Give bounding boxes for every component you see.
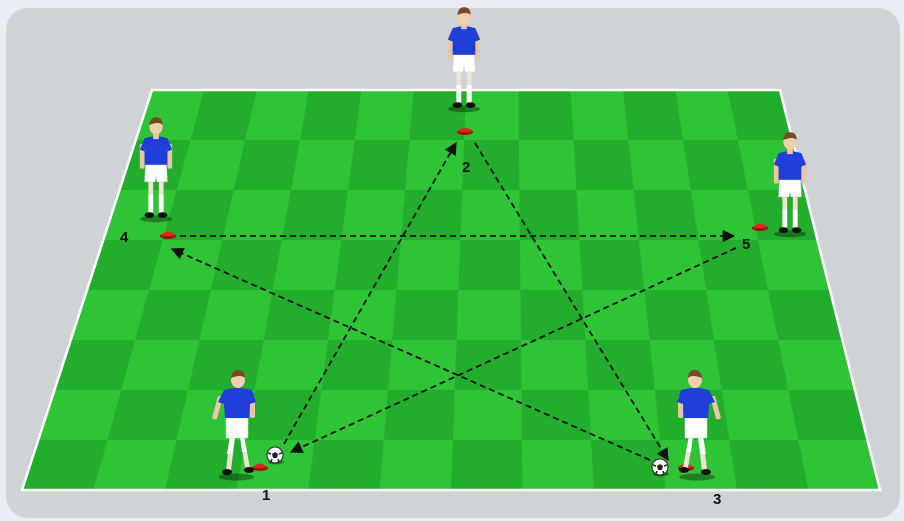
pitch-tile — [623, 90, 683, 140]
station-label-5: 5 — [742, 236, 750, 253]
pitch-tile — [644, 290, 714, 340]
pitch-tile — [634, 190, 699, 240]
pitch-tile — [264, 290, 335, 340]
pitch-tile — [729, 440, 808, 490]
station-label-1: 1 — [262, 487, 270, 504]
pitch-tile — [384, 390, 455, 440]
station-label-2: 2 — [462, 159, 470, 176]
pitch-tile — [392, 290, 458, 340]
pitch-tile — [107, 390, 188, 440]
pitch-tile — [308, 440, 384, 490]
pitch-tile — [321, 340, 392, 390]
pitch-tile — [188, 340, 264, 390]
pitch-tile — [335, 240, 401, 290]
pitch-tile — [459, 240, 521, 290]
pitch-tile — [300, 90, 361, 140]
pitch-tile — [451, 440, 523, 490]
soccer-ball-1 — [267, 447, 284, 465]
pitch-tile — [683, 140, 748, 190]
station-label-3: 3 — [713, 491, 721, 508]
pitch-tile — [348, 140, 409, 190]
pitch-tile — [698, 240, 768, 290]
pitch-tile — [714, 340, 788, 390]
pitch-tile — [282, 190, 348, 240]
station-label-4: 4 — [120, 229, 129, 246]
pitch-tile — [521, 390, 591, 440]
pitch-tile — [519, 190, 579, 240]
pitch-tile — [234, 140, 300, 190]
pitch-tile — [574, 140, 634, 190]
soccer-ball-3 — [652, 459, 669, 477]
pitch-tile — [579, 240, 644, 290]
pitch-tile — [462, 140, 519, 190]
pitch-tile — [518, 90, 573, 140]
pitch-tile — [455, 340, 522, 390]
pitch-tile — [401, 190, 462, 240]
